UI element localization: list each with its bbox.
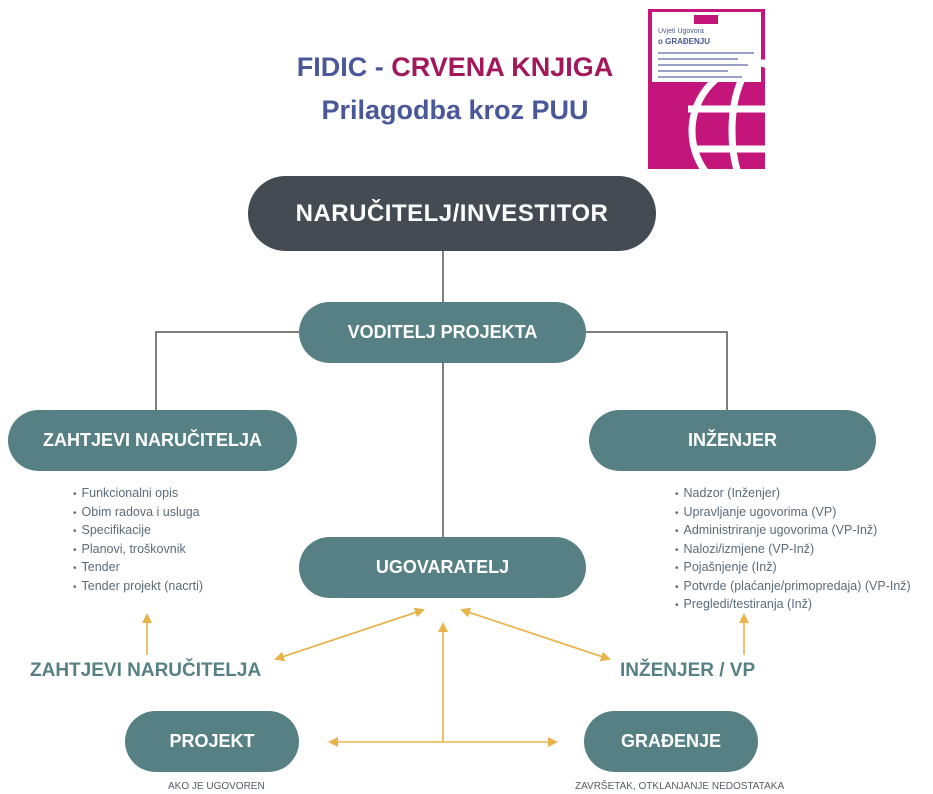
engineer-duties-list: Nadzor (Inženjer) Upravljanje ugovorima … — [675, 485, 911, 615]
page-subtitle: Prilagodba kroz PUU — [321, 95, 589, 125]
title-prefix: FIDIC - — [296, 52, 392, 82]
title-highlight: CRVENA KNJIGA — [391, 52, 614, 82]
node-contractor: UGOVARATELJ — [299, 537, 586, 598]
list-item: Nalozi/izmjene (VP-Inž) — [675, 541, 911, 560]
list-item: Tender — [73, 559, 203, 578]
list-item: Pojašnjenje (Inž) — [675, 559, 911, 578]
node-construction: GRAĐENJE — [584, 711, 758, 772]
list-item: Funkcionalni opis — [73, 485, 203, 504]
page-title: FIDIC - CRVENA KNJIGA — [280, 52, 630, 83]
list-item: Potvrde (plaćanje/primopredaja) (VP-Inž) — [675, 578, 911, 597]
requirements-list: Funkcionalni opis Obim radova i usluga S… — [73, 485, 204, 597]
arrow-requirements-to-contractor — [275, 607, 425, 660]
label-employer-requirements: ZAHTJEVI NARUČITELJA — [30, 660, 262, 681]
label-engineer-pm: INŽENJER / VP — [620, 660, 756, 681]
book-line-1: Uvjeti Ugovora — [658, 28, 704, 35]
node-employer-requirements: ZAHTJEVI NARUČITELJA — [8, 410, 297, 471]
connector-pm-engineer — [586, 331, 728, 410]
connector-pm-requirements — [155, 331, 299, 410]
list-item: Upravljanje ugovorima (VP) — [675, 504, 911, 523]
book-cover-panel: Uvjeti Ugovora o GRAĐENJU — [652, 12, 761, 82]
book-line-2: o GRAĐENJU — [658, 37, 711, 46]
list-item: Pregledi/testiranja (Inž) — [675, 596, 911, 615]
caption-design: AKO JE UGOVOREN — [168, 781, 265, 792]
list-item: Tender projekt (nacrti) — [73, 578, 204, 597]
book-cover-image: Uvjeti Ugovora o GRAĐENJU — [648, 9, 765, 169]
node-engineer: INŽENJER — [589, 410, 876, 471]
list-item: Specifikacije — [73, 522, 203, 541]
arrow-engineer-to-contractor — [460, 607, 610, 660]
node-design: PROJEKT — [125, 711, 299, 772]
list-item: Obim radova i usluga — [73, 504, 203, 523]
list-item: Administriranje ugovorima (VP-Inž) — [675, 522, 911, 541]
publisher-logo — [694, 15, 718, 24]
node-investor: NARUČITELJ/INVESTITOR — [248, 176, 656, 251]
list-item: Nadzor (Inženjer) — [675, 485, 911, 504]
node-project-manager: VODITELJ PROJEKTA — [299, 302, 586, 363]
list-item: Planovi, troškovnik — [73, 541, 203, 560]
caption-construction: ZAVRŠETAK, OTKLANJANJE NEDOSTATAKA — [575, 781, 785, 792]
